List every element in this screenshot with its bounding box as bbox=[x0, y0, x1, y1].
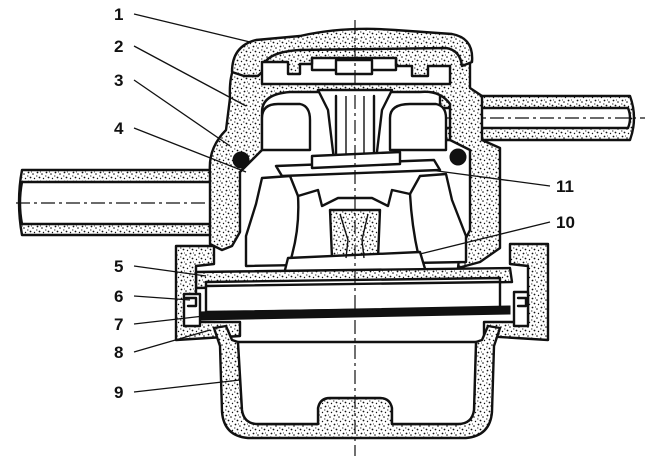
clamp-ring bbox=[174, 242, 550, 342]
callout-7: 7 bbox=[114, 315, 123, 334]
callout-5: 5 bbox=[114, 257, 123, 276]
callout-9: 9 bbox=[114, 383, 123, 402]
diaphragm-bellows bbox=[244, 172, 468, 276]
callout-10: 10 bbox=[556, 213, 575, 232]
callout-6: 6 bbox=[114, 287, 123, 306]
top-cap bbox=[230, 27, 474, 86]
inner-chambers bbox=[260, 102, 448, 152]
callout-8: 8 bbox=[114, 343, 123, 362]
o-rings bbox=[232, 148, 467, 169]
diaphragm-disc bbox=[194, 266, 514, 321]
left-o-ring-icon bbox=[232, 151, 250, 169]
right-o-ring-icon bbox=[449, 148, 467, 166]
leader-lines bbox=[133, 13, 551, 393]
callout-2: 2 bbox=[114, 37, 123, 56]
left-inlet-pipe bbox=[16, 168, 240, 237]
right-outlet-pipe bbox=[438, 94, 645, 142]
bottom-cup bbox=[212, 324, 502, 440]
callout-3: 3 bbox=[114, 71, 123, 90]
callout-labels: 1 2 3 4 5 6 7 8 9 10 11 bbox=[114, 5, 575, 402]
callout-11: 11 bbox=[556, 177, 574, 196]
callout-1: 1 bbox=[114, 5, 123, 24]
valve-plate bbox=[274, 150, 442, 178]
callout-4: 4 bbox=[114, 119, 124, 138]
